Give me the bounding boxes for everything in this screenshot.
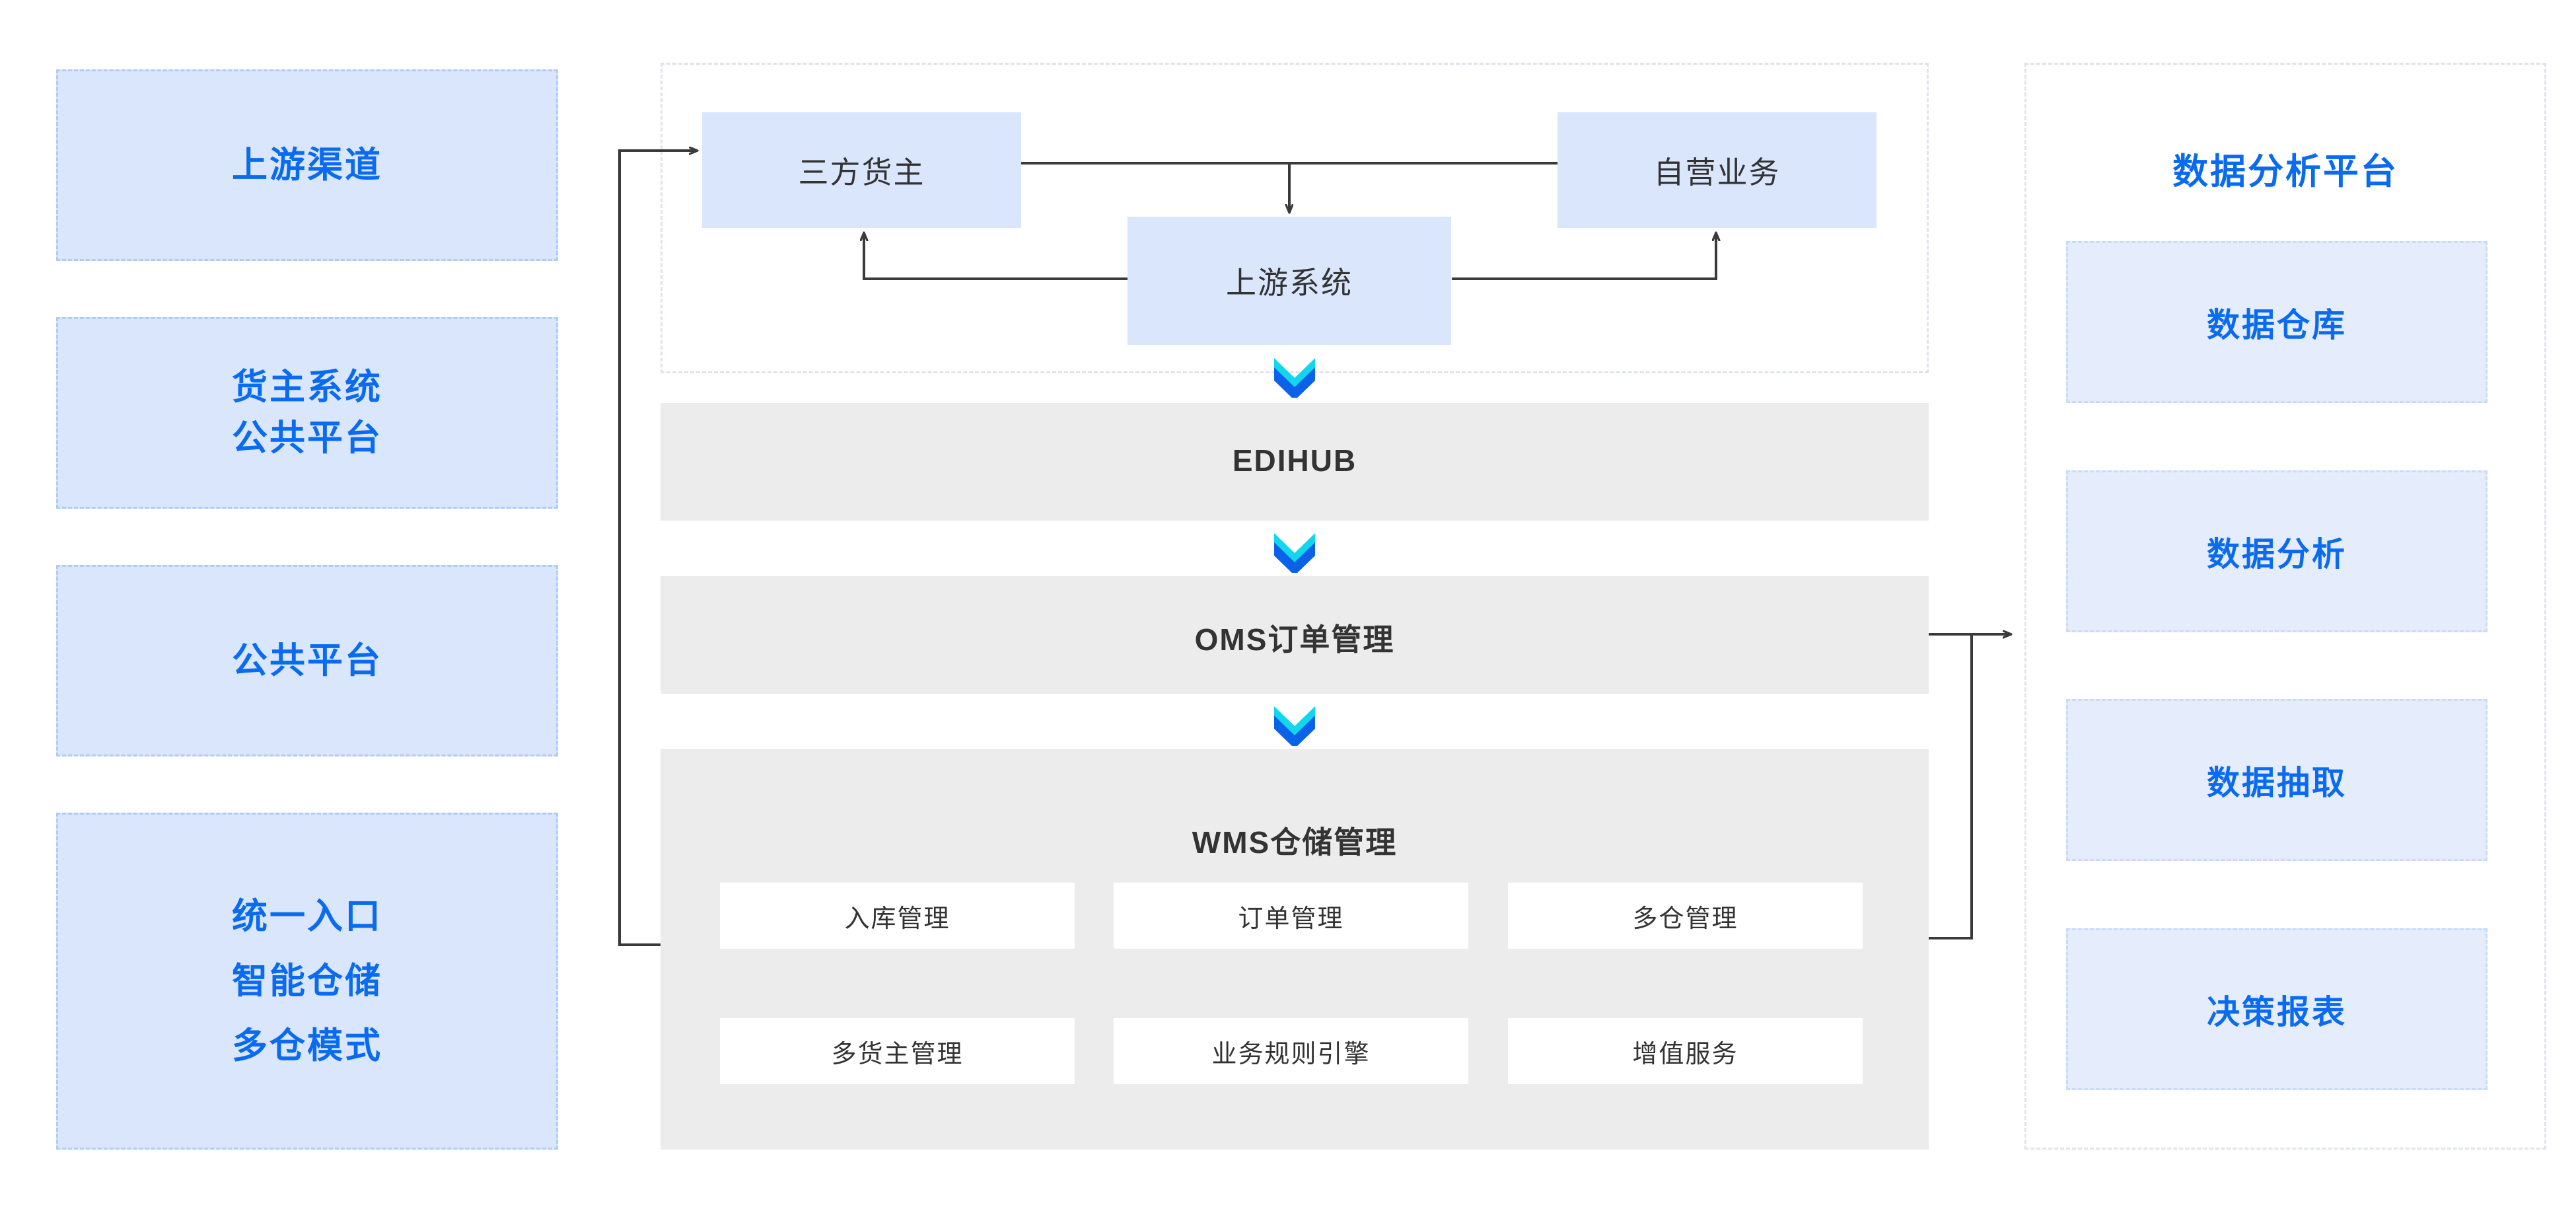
left-card-line: 公共平台 — [232, 418, 382, 458]
right-card-label: 数据抽取 — [2207, 764, 2347, 801]
double-chevron-down-icon — [1271, 705, 1318, 749]
wms-tile-multi-shipper-management[interactable]: 多货主管理 — [720, 1018, 1075, 1084]
right-card-label: 数据仓库 — [2207, 306, 2347, 344]
right-card-label: 决策报表 — [2207, 993, 2347, 1031]
right-card-data-analysis[interactable]: 数据分析 — [2066, 470, 2487, 632]
left-card-line: 上游渠道 — [232, 145, 382, 185]
wms-tile-inbound-management[interactable]: 入库管理 — [720, 883, 1075, 949]
node-label: 三方货主 — [798, 155, 925, 190]
band-title: EDIHUB — [1232, 443, 1357, 478]
node-label: 自营业务 — [1653, 155, 1781, 190]
tile-label: 增值服务 — [1632, 1040, 1738, 1068]
left-card-line: 智能仓储 — [232, 961, 382, 1001]
band-wms-warehouse-management[interactable]: WMS仓储管理 — [661, 749, 1929, 1150]
band-edihub[interactable]: EDIHUB — [661, 403, 1929, 521]
left-card-shipper-system[interactable]: 货主系统 公共平台 — [56, 317, 558, 509]
node-third-party-shipper[interactable]: 三方货主 — [702, 112, 1021, 228]
link-wms-to-data-platform — [1929, 634, 1973, 939]
tile-label: 业务规则引擎 — [1211, 1040, 1371, 1068]
left-card-line: 多仓模式 — [232, 1026, 382, 1066]
right-card-data-warehouse[interactable]: 数据仓库 — [2066, 241, 2487, 403]
wms-tile-value-added-service[interactable]: 增值服务 — [1508, 1018, 1863, 1084]
left-card-line: 统一入口 — [232, 896, 382, 936]
right-card-data-extraction[interactable]: 数据抽取 — [2066, 699, 2487, 861]
wms-tile-multi-warehouse-management[interactable]: 多仓管理 — [1508, 883, 1863, 949]
right-card-decision-report[interactable]: 决策报表 — [2066, 928, 2487, 1090]
node-label: 上游系统 — [1226, 266, 1353, 300]
left-card-unified-entry[interactable]: 统一入口 智能仓储 多仓模式 — [56, 813, 558, 1150]
wms-tile-order-management[interactable]: 订单管理 — [1114, 883, 1468, 949]
left-card-line: 公共平台 — [232, 640, 382, 680]
data-analysis-platform-container — [2024, 63, 2546, 1150]
band-oms-order-management[interactable]: OMS订单管理 — [661, 576, 1929, 694]
band-title: WMS仓储管理 — [1192, 825, 1398, 860]
node-upstream-system[interactable]: 上游系统 — [1127, 217, 1451, 345]
double-chevron-down-icon — [1271, 357, 1318, 400]
node-self-operated-business[interactable]: 自营业务 — [1557, 112, 1877, 228]
left-card-upstream-channel[interactable]: 上游渠道 — [56, 69, 558, 261]
left-card-public-platform[interactable]: 公共平台 — [56, 565, 558, 756]
wms-tile-business-rule-engine[interactable]: 业务规则引擎 — [1114, 1018, 1468, 1084]
right-column-title: 数据分析平台 — [2172, 152, 2398, 192]
tile-label: 入库管理 — [844, 904, 950, 933]
band-title: OMS订单管理 — [1194, 622, 1395, 657]
tile-label: 多货主管理 — [831, 1040, 964, 1068]
tile-label: 订单管理 — [1238, 904, 1344, 933]
left-card-line: 货主系统 — [232, 367, 382, 408]
tile-label: 多仓管理 — [1632, 904, 1738, 933]
right-card-label: 数据分析 — [2207, 535, 2347, 573]
double-chevron-down-icon — [1271, 532, 1318, 575]
